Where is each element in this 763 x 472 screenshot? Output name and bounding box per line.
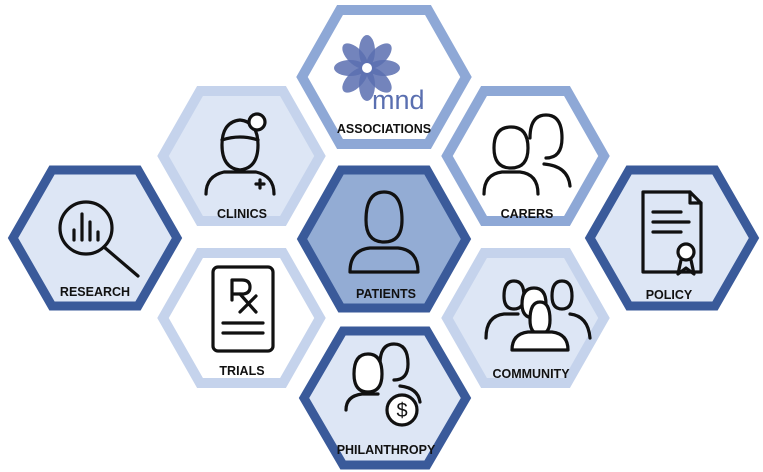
hex-clinics: CLINICS — [157, 86, 326, 226]
logo-petal — [366, 43, 392, 69]
people-dollar-icon: $ — [344, 342, 422, 427]
hex-philanthropy: $ PHILANTHROPY — [298, 326, 472, 470]
dollar-sign-glyph: $ — [396, 400, 407, 422]
certificate-icon — [641, 190, 703, 276]
hex-label-philanthropy: PHILANTHROPY — [337, 443, 436, 457]
person-icon — [348, 190, 420, 274]
hex-research: RESEARCH — [7, 165, 183, 311]
hex-label-patients: PATIENTS — [356, 287, 416, 301]
logo-petal — [342, 67, 368, 93]
hex-label-community: COMMUNITY — [492, 367, 570, 381]
magnifier-chart-icon — [58, 200, 140, 278]
mnd-logo-text: mnd — [372, 85, 425, 115]
hex-associations: mnd ASSOCIATIONS — [296, 5, 472, 149]
group-icon — [484, 279, 592, 352]
hex-policy: POLICY — [584, 165, 760, 311]
logo-petal — [342, 43, 368, 69]
prescription-icon — [211, 265, 275, 353]
two-people-icon — [482, 113, 572, 196]
hex-carers: CARERS — [441, 86, 610, 226]
hex-label-associations: ASSOCIATIONS — [337, 122, 431, 136]
mnd-logo-icon: mnd — [334, 35, 425, 115]
logo-petal — [366, 67, 392, 93]
hex-trials: TRIALS — [157, 248, 326, 388]
hex-community: COMMUNITY — [441, 248, 610, 388]
logo-center — [362, 63, 372, 73]
hex-patients: PATIENTS — [296, 165, 472, 313]
hex-label-carers: CARERS — [501, 207, 554, 221]
hex-label-research: RESEARCH — [60, 285, 130, 299]
hex-label-clinics: CLINICS — [217, 207, 267, 221]
hex-label-trials: TRIALS — [219, 364, 264, 378]
clinician-icon — [204, 112, 276, 196]
hex-label-policy: POLICY — [646, 288, 693, 302]
